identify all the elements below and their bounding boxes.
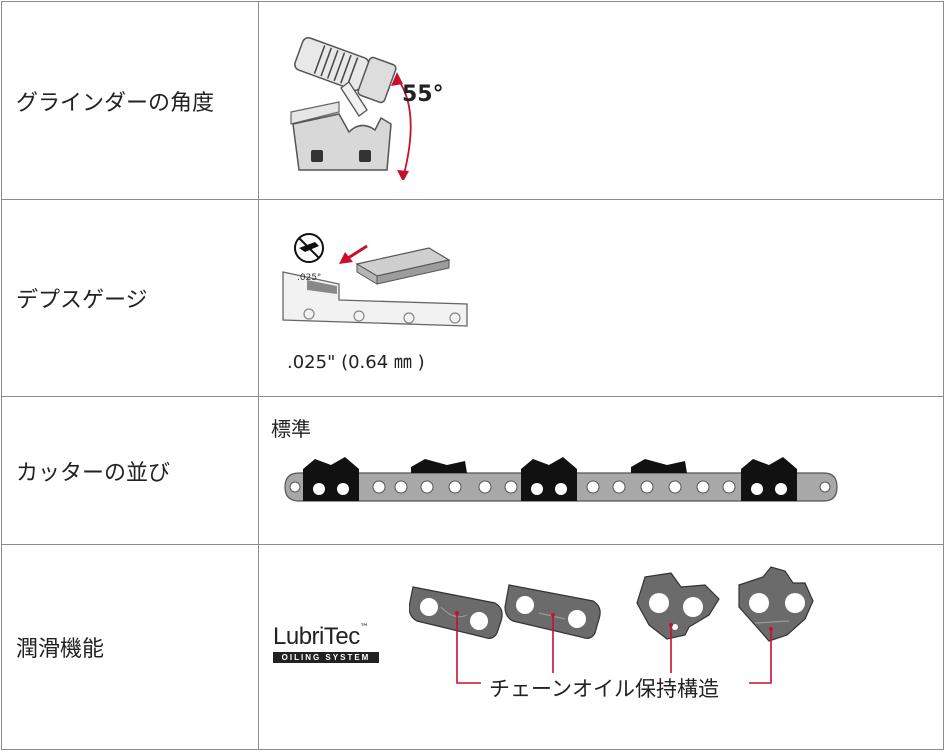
cutter-link-icon [738,566,814,642]
grinder-angle-illustration [290,37,412,180]
depth-gauge-illustration: .025" [282,233,468,327]
grinder-icon [294,37,397,117]
cutter-icon [290,101,392,171]
cutter-left-icon [303,457,359,501]
cutter-sequence-cell: 標準 [258,396,944,545]
cutter-left-icon [521,457,577,501]
depth-gauge-value: .025" (0.64 ㎜ ) [287,352,425,373]
lubritec-logo: LubriTec™ OILING SYSTEM [273,623,383,663]
logo-tm: ™ [359,623,369,633]
logo-sub-text: OILING SYSTEM [273,652,379,663]
no-grinder-icon [294,233,324,263]
row-label-depth-gauge: デプスゲージ [1,199,259,397]
table-row: グラインダーの角度 [1,1,944,200]
table-row: デプスゲージ [1,199,944,397]
oil-retention-links [409,566,814,684]
logo-main-text: LubriTec [273,623,360,650]
arrow-left-icon [339,244,368,264]
row-label-lubrication: 潤滑機能 [1,544,259,750]
lubrication-cell: LubriTec™ OILING SYSTEM [258,544,944,750]
cutter-right-icon [631,459,687,473]
angle-value: 55° [402,82,444,107]
svg-text:.025": .025" [297,273,321,283]
depth-gauge-cell: .025" .025" (0.64 ㎜ ) [258,199,944,397]
angle-arrow-icon [391,72,412,180]
tie-strap-icon [636,572,720,640]
chain-bar-icon: .025" [282,271,468,327]
cutter-right-icon [411,459,467,473]
drive-link-icon [504,584,601,639]
cutter-left-icon [741,457,797,501]
table-row: 潤滑機能 LubriTec™ OILING SYSTEM [1,544,944,750]
row-label-cutter-sequence: カッターの並び [1,396,259,545]
cutter-sequence-chain [284,457,838,502]
file-gauge-icon [355,247,451,285]
row-label-grinder-angle: グラインダーの角度 [1,1,259,200]
cutter-sequence-sublabel: 標準 [271,417,311,441]
grinder-angle-cell: 55° [258,1,944,200]
table-row: カッターの並び 標準 [1,396,944,545]
oil-retention-callout: チェーンオイル保持構造 [487,673,721,703]
